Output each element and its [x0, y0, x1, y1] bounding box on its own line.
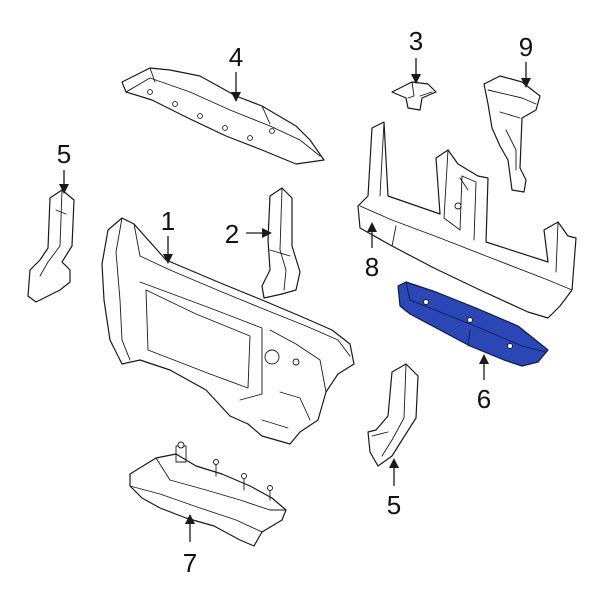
part-5-right-deflector — [367, 363, 419, 467]
callout-5-left: 5 — [57, 139, 71, 169]
leader-1 — [163, 236, 173, 264]
callout-5-right: 5 — [387, 490, 401, 520]
callout-2: 2 — [225, 219, 239, 249]
callout-labels: 1 2 3 4 5 5 6 7 8 9 — [57, 26, 533, 578]
leader-6 — [479, 354, 489, 380]
callout-8: 8 — [365, 252, 379, 282]
part-1-radiator-support — [101, 217, 355, 445]
leader-7 — [185, 514, 195, 542]
part-8-crossmember — [357, 121, 577, 319]
callout-7: 7 — [183, 548, 197, 578]
callout-9: 9 — [519, 32, 533, 62]
callout-4: 4 — [229, 42, 243, 72]
part-2-support — [261, 187, 301, 299]
part-5-left-deflector — [27, 189, 75, 303]
part-3-clip — [391, 81, 437, 111]
part-4-upper-cover — [121, 67, 325, 165]
part-7-splash-shield — [129, 441, 287, 547]
leader-9 — [521, 62, 531, 88]
part-9-bracket — [483, 75, 541, 193]
leader-8 — [367, 222, 377, 248]
callout-6: 6 — [477, 384, 491, 414]
leader-lines — [59, 58, 531, 542]
leader-4 — [231, 72, 241, 102]
callout-3: 3 — [409, 26, 423, 56]
leader-5-left — [59, 170, 69, 194]
leader-3 — [411, 58, 421, 84]
leader-2 — [246, 228, 272, 238]
part-6-lower-deflector — [397, 281, 549, 367]
leader-5-right — [389, 458, 399, 486]
callout-1: 1 — [161, 206, 175, 236]
